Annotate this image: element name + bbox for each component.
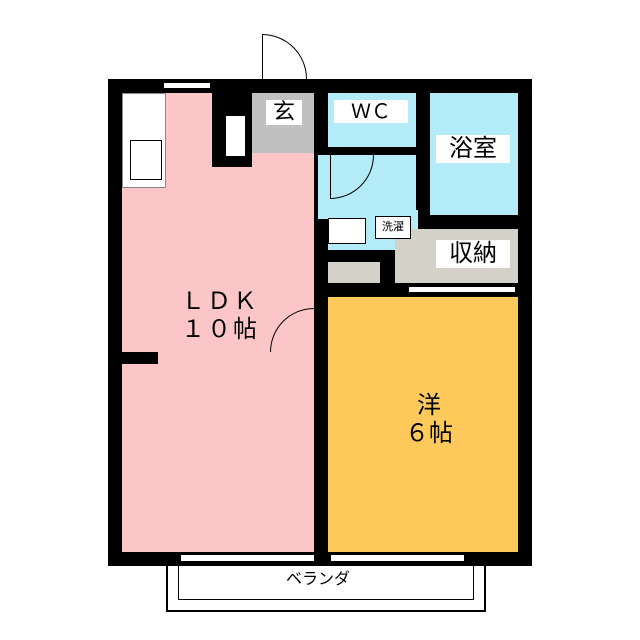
wc-label: ＷＣ (334, 100, 408, 123)
storage-label: 収納 (436, 239, 510, 268)
western-size: ６帖 (405, 418, 453, 447)
balcony-label: ベランダ (268, 569, 368, 589)
western-room (328, 297, 518, 552)
inner-wall (314, 79, 328, 566)
window (180, 554, 315, 562)
shoe-closet (225, 116, 245, 156)
window (163, 82, 211, 89)
window (330, 554, 465, 562)
entrance-label: 玄 (266, 100, 302, 126)
entrance-door[interactable] (262, 34, 307, 79)
washbasin (328, 218, 366, 244)
ldk-name: ＬＤＫ (181, 287, 259, 315)
wall (416, 79, 430, 229)
bath-label: 浴室 (436, 134, 510, 163)
window (408, 286, 516, 293)
western-name: 洋 (417, 391, 441, 419)
balcony-inner (178, 566, 474, 600)
ldk-size: １０帖 (181, 314, 259, 343)
laundry-label: 洗濯 (375, 216, 411, 239)
balcony (166, 566, 486, 612)
sink (130, 140, 162, 180)
wall-stub (122, 352, 158, 364)
ldk-label: ＬＤＫ １０帖 (172, 287, 268, 343)
storage-left (328, 262, 380, 283)
western-label: 洋 ６帖 (394, 391, 464, 447)
